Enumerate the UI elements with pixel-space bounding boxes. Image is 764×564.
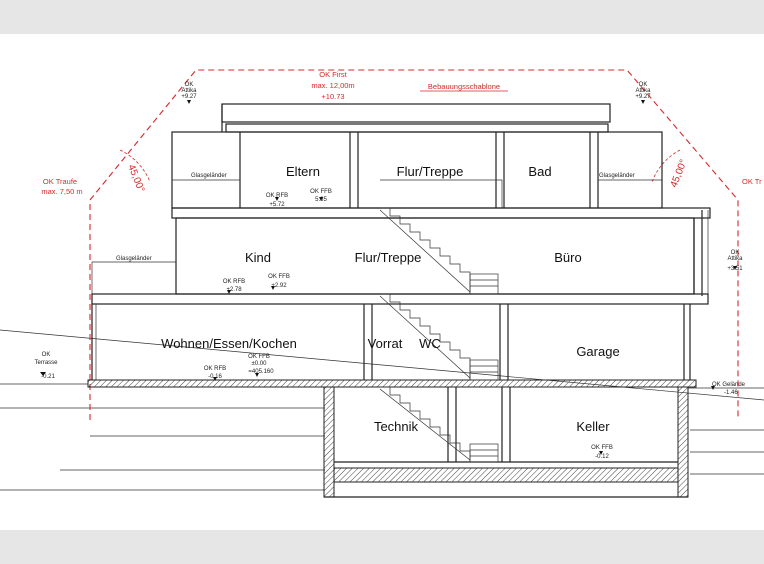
level-markers xyxy=(40,100,737,455)
basement xyxy=(323,386,689,498)
ffb-og-value: 5.85 xyxy=(315,197,327,203)
ffb-og-label: OK FFB xyxy=(310,189,332,195)
rfb-og-value: +5.72 xyxy=(269,202,285,208)
terrasse-value: -0.21 xyxy=(41,374,55,380)
staircases xyxy=(379,207,499,463)
ok-first-max: max. 12,00m xyxy=(311,81,354,90)
rfb-eg-label: OK RFB xyxy=(223,279,245,285)
building-envelope xyxy=(89,69,739,420)
attika-left-ok: OK xyxy=(185,82,194,88)
rfb-ug-label: OK RFB xyxy=(204,366,226,372)
ffb-eg-label: OK FFB xyxy=(268,274,290,280)
attika-eg-value: +3.51 xyxy=(727,266,743,272)
ffb-eg-value: +2.92 xyxy=(271,283,287,289)
attika-left-value: +9.27 xyxy=(181,94,197,100)
terrain-lines xyxy=(0,329,764,491)
room-kind: Kind xyxy=(245,250,271,265)
attika-right-label: Attika xyxy=(635,88,651,94)
traufe-left-max: max. 7,50 m xyxy=(41,187,82,196)
room-keller: Keller xyxy=(576,419,610,434)
rfb-og-label: OK RFB xyxy=(266,193,288,199)
ffb-ug-zero: ±0.00 xyxy=(252,361,268,367)
room-flur-og: Flur/Treppe xyxy=(397,164,464,179)
ok-first-value: +10.73 xyxy=(321,92,344,101)
room-technik: Technik xyxy=(374,419,419,434)
railings xyxy=(91,179,662,294)
rfb-eg-value: +2.78 xyxy=(226,287,242,293)
attika-right-ok: OK xyxy=(639,82,648,88)
room-flur-eg: Flur/Treppe xyxy=(355,250,422,265)
room-wohnen: Wohnen/Essen/Kochen xyxy=(161,336,297,351)
glas-eg-left: Glasgeländer xyxy=(116,256,152,262)
keller-ffb-label: OK FFB xyxy=(591,445,613,451)
ok-first-label: OK First xyxy=(319,70,347,79)
terrasse-ok: OK xyxy=(42,352,51,358)
ffb-ug-absolute: =405.160 xyxy=(248,369,274,375)
glas-og-right: Glasgeländer xyxy=(599,173,635,179)
paper-sheet xyxy=(0,34,764,530)
attika-eg-label: Attika xyxy=(727,256,743,262)
gelaende-value: -1.46 xyxy=(724,390,738,396)
room-eltern: Eltern xyxy=(286,164,320,179)
room-buero: Büro xyxy=(554,250,581,265)
terrasse-label: Terrasse xyxy=(34,360,58,366)
keller-ffb-value: -0.12 xyxy=(595,454,609,460)
room-vorrat: Vorrat xyxy=(368,336,403,351)
glas-og-left: Glasgeländer xyxy=(191,173,227,179)
attika-left-label: Attika xyxy=(181,88,197,94)
schablone-label: Bebauungsschablone xyxy=(428,82,500,91)
attika-right-value: +9.27 xyxy=(635,94,651,100)
gelaende-label: OK Gelände xyxy=(712,382,746,388)
room-garage: Garage xyxy=(576,344,619,359)
level-annotations: OK Attika +9.27 OK Attika +9.27 Glasgelä… xyxy=(34,82,745,460)
room-wc: WC xyxy=(419,336,441,351)
traufe-right-label: OK Tr xyxy=(742,177,762,186)
rfb-ug-value: -0.16 xyxy=(208,374,222,380)
attika-eg-ok: OK xyxy=(731,250,740,256)
ffb-ug-label: OK FFB xyxy=(248,354,270,360)
traufe-left-label: OK Traufe xyxy=(43,177,77,186)
lower-floor xyxy=(87,304,697,388)
room-labels: Eltern Flur/Treppe Bad Kind Flur/Treppe … xyxy=(161,164,620,434)
room-bad: Bad xyxy=(528,164,551,179)
